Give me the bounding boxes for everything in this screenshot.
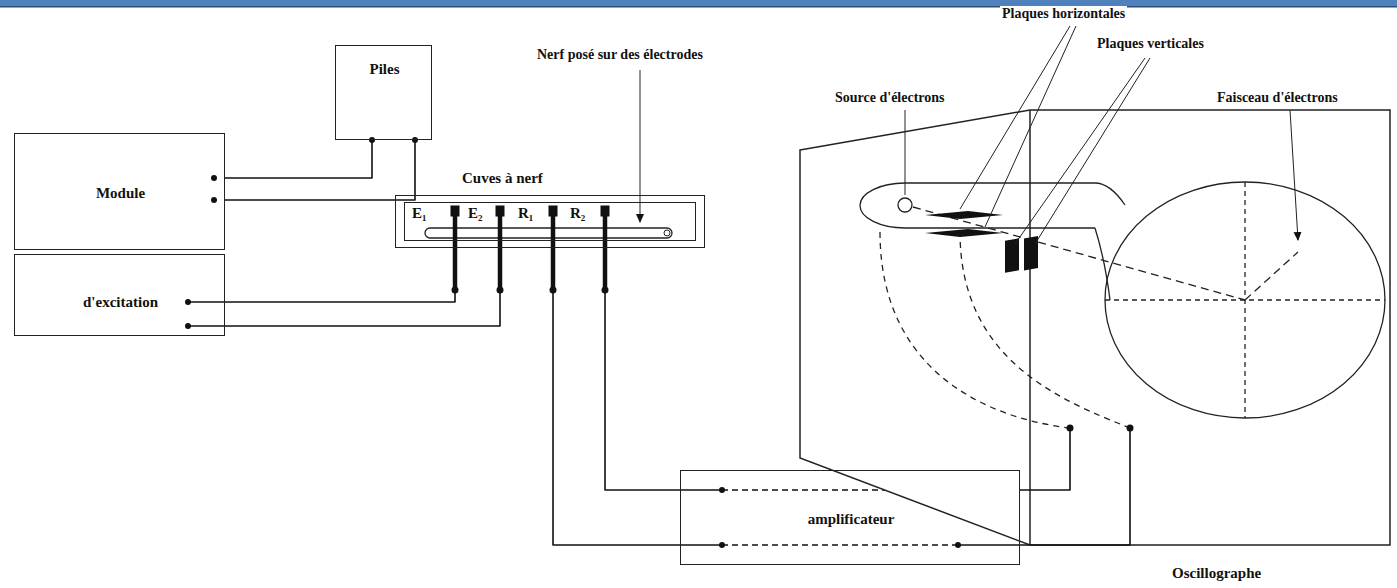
nerve bbox=[425, 228, 672, 238]
part-label: Nerf posé sur des électrodes bbox=[535, 47, 705, 64]
wire bbox=[605, 248, 680, 490]
wire-stub bbox=[188, 301, 225, 303]
part-label: Source d'électrons bbox=[833, 90, 947, 107]
oscilloscope-housing bbox=[800, 110, 1390, 545]
wire bbox=[225, 248, 500, 326]
electrode-label: R₁ bbox=[516, 204, 535, 222]
part-label: Plaques verticales bbox=[1095, 36, 1206, 53]
header-bar bbox=[0, 0, 1397, 6]
header-rule bbox=[0, 6, 1397, 8]
chamber-inner-rim bbox=[404, 202, 696, 241]
terminal bbox=[211, 197, 217, 203]
wire bbox=[225, 140, 415, 200]
wire-stub bbox=[188, 325, 225, 327]
box-title: Cuves à nerf bbox=[460, 169, 545, 187]
deflection-plates bbox=[925, 211, 1038, 273]
nerve-chamber bbox=[395, 195, 705, 248]
apparatus-box: amplificateur bbox=[680, 470, 1020, 565]
apparatus-box: Cuves à nerf bbox=[395, 165, 705, 248]
box-title: Piles bbox=[368, 60, 402, 78]
part-label: Faisceau d'électrons bbox=[1215, 90, 1340, 107]
leader-lines bbox=[640, 26, 1298, 244]
cathode-ray-tube bbox=[860, 182, 1385, 428]
wire bbox=[225, 140, 372, 178]
wire bbox=[1020, 428, 1070, 490]
box-title: amplificateur bbox=[806, 510, 897, 528]
apparatus-box: Module bbox=[14, 133, 225, 250]
nerve-end bbox=[664, 230, 670, 236]
wire bbox=[553, 248, 680, 545]
wire bbox=[1020, 428, 1130, 545]
box-title: Module bbox=[94, 184, 147, 202]
part-label: Plaques horizontales bbox=[1000, 6, 1127, 23]
electrode-label: R₂ bbox=[568, 204, 587, 222]
apparatus-box: Piles bbox=[335, 45, 432, 140]
wire bbox=[225, 248, 455, 302]
apparatus-box: d'excitation bbox=[14, 254, 225, 336]
electrode-label: E₂ bbox=[466, 204, 485, 222]
box-title: d'excitation bbox=[81, 293, 160, 311]
box-title: Oscillographe bbox=[1170, 564, 1263, 582]
apparatus-box: Oscillographe bbox=[1030, 110, 1390, 585]
electrode-terminals bbox=[452, 287, 609, 294]
electrode-label: E₁ bbox=[410, 204, 429, 222]
terminal bbox=[211, 175, 217, 181]
